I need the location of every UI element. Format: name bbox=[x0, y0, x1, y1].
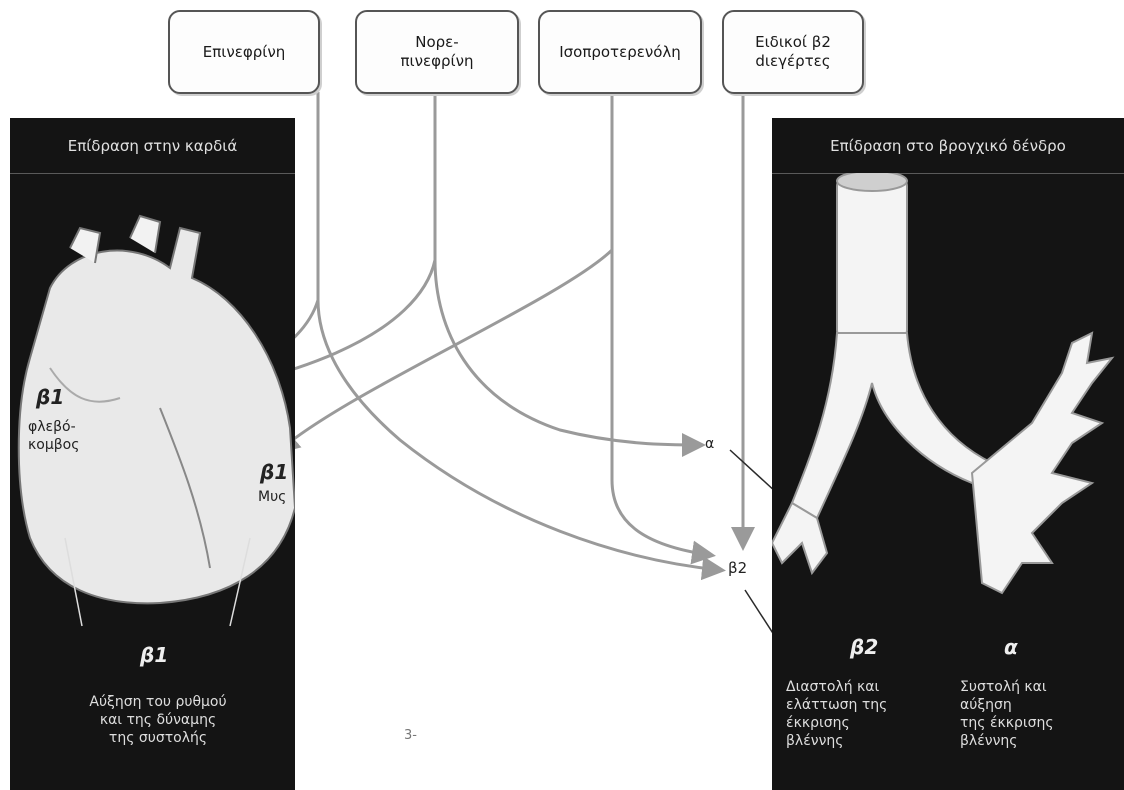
bronchi-panel-title: Επίδραση στο βρογχικό δένδρο bbox=[772, 118, 1124, 174]
heart-bottom-beta1: β1 bbox=[140, 646, 168, 664]
drug-box-isoproterenol: Ισοπροτερενόλη bbox=[538, 10, 702, 94]
bronchi-panel: Επίδραση στο βρογχικό δένδρο β2 α Διαστο… bbox=[772, 118, 1124, 790]
heart-panel: Επίδραση στην καρδιά β1 φλεβό- κομβος β1… bbox=[10, 118, 295, 790]
bronchi-beta2-effect: Διαστολή και ελάττωση της έκκρισης βλένν… bbox=[786, 678, 926, 750]
bronchial-tree-illustration bbox=[772, 173, 1124, 693]
heart-leader-lines bbox=[10, 118, 295, 790]
drug-box-epinephrine: Επινεφρίνη bbox=[168, 10, 320, 94]
bronchi-alpha-effect: Συστολή και αύξηση της έκκρισης βλέννης bbox=[960, 678, 1110, 750]
page-number: 3- bbox=[404, 728, 417, 744]
isoproterenol-line bbox=[612, 92, 710, 555]
bronchi-alpha-label: α bbox=[1004, 638, 1018, 656]
norepinephrine-line bbox=[435, 92, 700, 445]
heart-effect-text: Αύξηση του ρυθμού και της δύναμης της συ… bbox=[58, 693, 258, 747]
drug-box-beta2-agonists: Ειδικοί β2 dιεγέρτες bbox=[722, 10, 864, 94]
bronchi-beta2-label: β2 bbox=[850, 638, 878, 656]
alpha-receptor-label: α bbox=[705, 436, 714, 452]
beta2-receptor-label: β2 bbox=[728, 560, 747, 576]
drug-box-norepinephrine: Νορε- πινεφρίνη bbox=[355, 10, 519, 94]
